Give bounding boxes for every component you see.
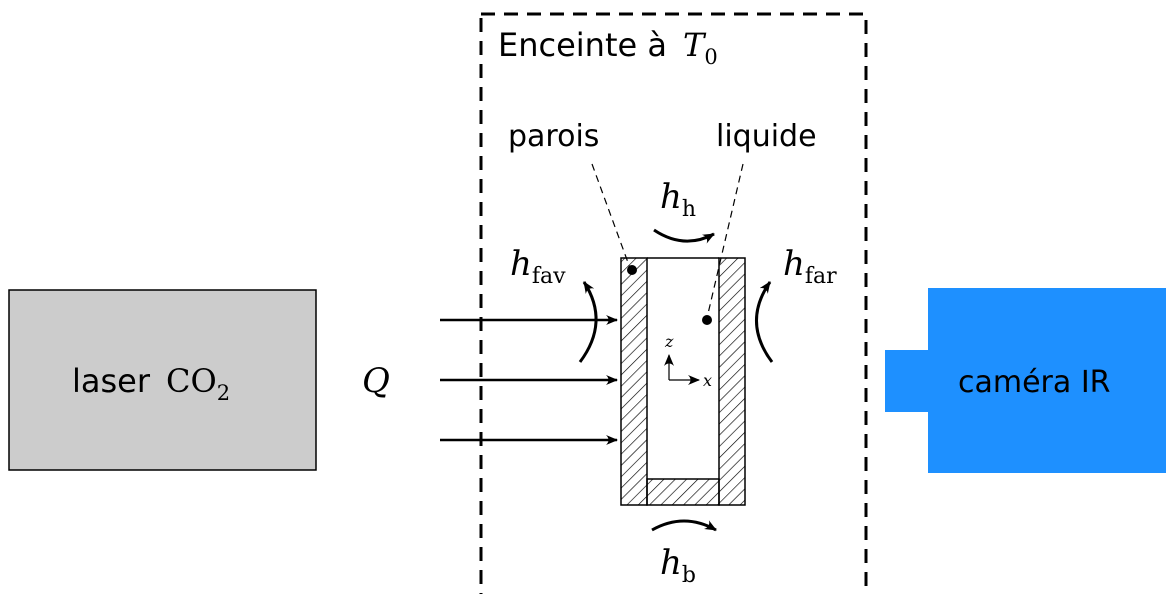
cuvette-wall-front [620,257,648,506]
convection-arrow-top [653,228,715,244]
camera-body [928,288,1166,473]
z-axis-label: z [664,332,674,351]
convection-arrow-bottom [651,519,717,532]
camera-label: caméra IR [958,365,1111,400]
walls-leader-line [591,163,631,269]
heat-flux-label: Q [362,361,390,401]
x-axis-label: x [703,371,712,390]
h-back-label: hfar [783,244,837,289]
h-front-label: hfav [510,244,566,289]
cuvette-wall-back [718,257,746,506]
walls-label: parois [508,119,599,154]
laser-label: laser CO2 [72,362,230,405]
ir-camera [885,288,1166,473]
axes-indicator: z x [664,332,712,390]
walls-point-marker [627,265,637,275]
cuvette-wall-bottom [646,478,720,506]
liquid-leader-line [706,163,744,319]
liquid-point-marker [702,315,712,325]
enclosure-label: Enceinte à T0 [498,26,718,69]
convection-arrow-back [755,281,774,363]
convection-arrow-front [578,281,598,363]
laser-box [8,289,317,471]
h-top-label: hh [660,177,696,222]
liquid-label: liquide [716,119,817,154]
h-bottom-label: hb [660,543,696,588]
enclosure-boundary [479,12,868,594]
camera-lens [885,350,933,412]
